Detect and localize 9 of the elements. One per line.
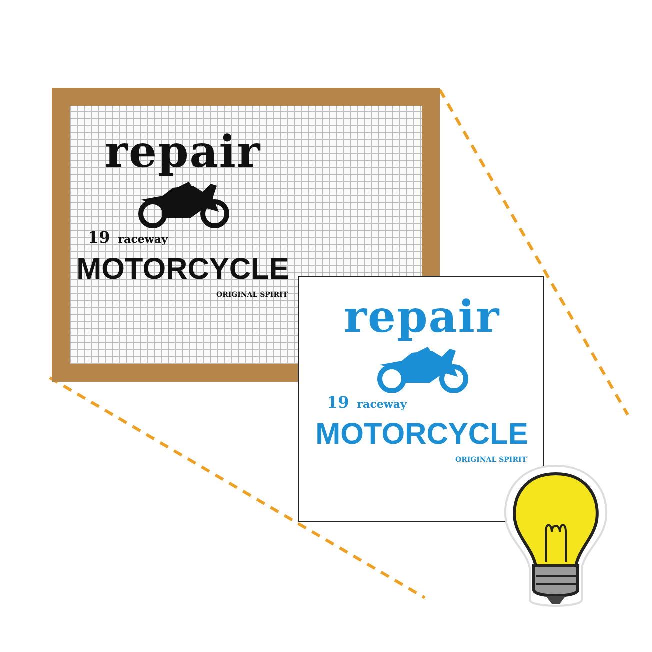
design-tagline: raceway (357, 398, 407, 412)
design-title: repair (344, 293, 500, 343)
design-headline: MOTORCYCLE (316, 417, 528, 453)
design-tagline: raceway (118, 233, 168, 247)
design-title: repair (104, 128, 262, 178)
year-number: 19 (88, 228, 110, 248)
year-number: 19 (327, 393, 350, 413)
design-headline: MOTORCYCLE (76, 252, 290, 288)
printed-sheet (298, 276, 544, 522)
